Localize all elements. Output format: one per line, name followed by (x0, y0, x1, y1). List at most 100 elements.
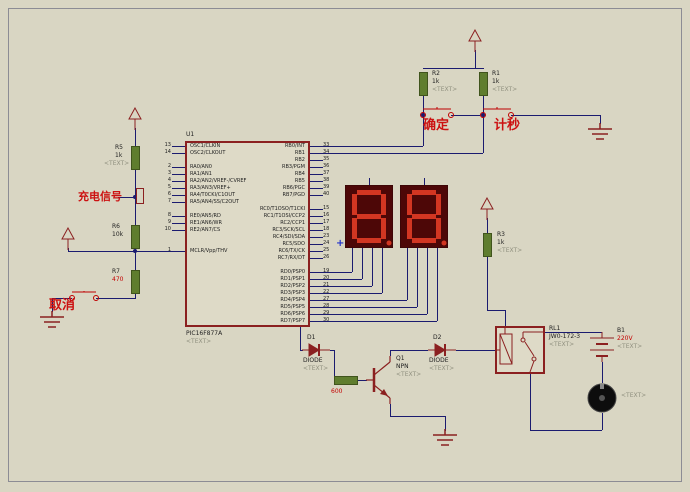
pin-name: RA1/AN1 (190, 171, 212, 177)
motor[interactable] (587, 383, 617, 413)
text-placeholder: <TEXT> (432, 86, 458, 93)
battery-B1[interactable] (588, 332, 616, 364)
power-symbol[interactable] (60, 226, 76, 250)
pin-number: 9 (167, 219, 171, 225)
transistor-Q1[interactable] (366, 356, 396, 404)
push-button-cancel[interactable] (66, 291, 102, 307)
power-symbol[interactable] (479, 196, 495, 220)
text-placeholder: <TEXT> (396, 371, 422, 378)
pin-name: RD1/PSP1 (280, 276, 305, 282)
resistor-ref: R7 (112, 268, 120, 275)
pin-name: RA3/AN3/VREF+ (190, 185, 231, 191)
wire (423, 96, 424, 146)
pin-number: 40 (323, 191, 330, 197)
diode-D2[interactable] (428, 343, 456, 357)
charge-signal-tap[interactable] (136, 188, 144, 204)
wire (475, 50, 476, 68)
pin-number: 29 (323, 310, 330, 316)
pin-number: 22 (323, 289, 330, 295)
text-placeholder: <TEXT> (303, 365, 329, 372)
pin-number: 28 (323, 303, 330, 309)
junction-dot (481, 113, 485, 117)
wire (530, 374, 531, 430)
wire (362, 248, 363, 279)
pin-number: 13 (164, 142, 171, 148)
text-placeholder: <TEXT> (621, 392, 647, 399)
pin-name: RC3/SCK/SCL (272, 227, 305, 233)
wire (417, 248, 418, 307)
resistor-R5[interactable] (131, 146, 140, 170)
resistor-R6[interactable] (131, 225, 140, 249)
chip-pin-row: 28 RD5/PSP5 (187, 303, 329, 311)
pin-number: 6 (167, 191, 171, 197)
chip-pin-row: 37 RB4 (187, 170, 329, 178)
chip-pin-row: 40 RB7/PGD (187, 191, 329, 199)
chip-pin-row: 39 RB6/PGC (187, 184, 330, 192)
text-placeholder: <TEXT> (492, 86, 518, 93)
battery-ref: B1 (617, 327, 625, 334)
ground-symbol[interactable] (432, 429, 458, 447)
text-placeholder: <TEXT> (549, 341, 575, 348)
chip-pin-row: 24 RC5/SDO (187, 240, 329, 248)
wire (334, 350, 335, 380)
chip-pin-row: 4 RA2/AN2/VREF-/CVREF (168, 177, 257, 185)
pin-name: RB2 (294, 157, 305, 163)
ground-symbol[interactable] (587, 123, 613, 141)
push-button-confirm[interactable] (419, 107, 455, 123)
wire (427, 248, 428, 314)
pin-name: RC6/TX/CK (278, 248, 305, 254)
chip-pin-row: 35 RB2 (187, 156, 329, 164)
resistor-R2[interactable] (419, 72, 428, 96)
pin-number: 34 (323, 149, 330, 155)
chip-pin-row: 6 RA4/T0CKI/C1OUT (168, 191, 257, 199)
chip-pin-row: 14 OSC2/CLKOUT (165, 149, 257, 157)
mcu-pic16f877a[interactable]: 13 OSC1/CLKIN 14 OSC2/CLKOUT 2 RA0/AN0 3… (165, 141, 330, 327)
wire (300, 350, 303, 351)
chip-pin-row: 38 RB5 (187, 177, 329, 185)
pin-number: 24 (323, 240, 330, 246)
pin-name: RC5/SDO (282, 241, 305, 247)
chip-pin-row: 15 RC0/T1OSO/T1CKI (187, 205, 329, 213)
wire (311, 153, 483, 154)
chip-pin-row (187, 199, 308, 206)
resistor-R1[interactable] (479, 72, 488, 96)
chip-pin-row: 30 RD7/PSP7 (187, 317, 329, 325)
battery-value: 220V (617, 335, 633, 342)
resistor-R3[interactable] (483, 233, 492, 257)
pin-number: 21 (323, 282, 330, 288)
pin-number: 26 (323, 254, 330, 260)
power-symbol[interactable] (127, 106, 143, 130)
pin-number: 17 (323, 219, 330, 225)
wire (118, 197, 136, 198)
wire (390, 350, 428, 351)
relay-RL1[interactable] (495, 326, 545, 374)
wire (445, 416, 446, 431)
push-button-count[interactable] (479, 107, 515, 123)
origin-marker: + (336, 238, 345, 249)
pin-name: RE2/AN7/CS (190, 227, 221, 233)
chip-pin-row: 9 RE1/AN6/WR (168, 219, 257, 227)
diode-ref: D2 (433, 334, 442, 341)
wire (330, 350, 335, 351)
resistor-value: 1k (115, 152, 123, 159)
transistor-ref: Q1 (396, 355, 405, 362)
wire (530, 430, 602, 431)
pin-number: 35 (323, 156, 330, 162)
chip-ref: U1 (186, 131, 195, 138)
chip-pin-row: 20 RD1/PSP1 (187, 275, 329, 283)
ground-symbol[interactable] (39, 311, 65, 329)
resistor-base[interactable] (334, 376, 358, 385)
pin-number: 37 (323, 170, 330, 176)
seven-segment-display-1[interactable] (345, 185, 393, 248)
resistor-R7[interactable] (131, 270, 140, 294)
diode-D1[interactable] (302, 343, 330, 357)
power-symbol[interactable] (467, 28, 483, 52)
wire (311, 272, 352, 273)
pin-number: 20 (323, 275, 330, 281)
seven-segment-display-2[interactable] (400, 185, 448, 248)
wire (135, 128, 136, 146)
chip-pin-row: 25 RC6/TX/CK (187, 247, 329, 255)
chip-right-pins: 33 RB0/INT 34 RB1 35 RB2 36 RB3/PGM 37 R… (187, 142, 330, 325)
pin-number: 10 (164, 226, 171, 232)
wire (602, 362, 603, 383)
